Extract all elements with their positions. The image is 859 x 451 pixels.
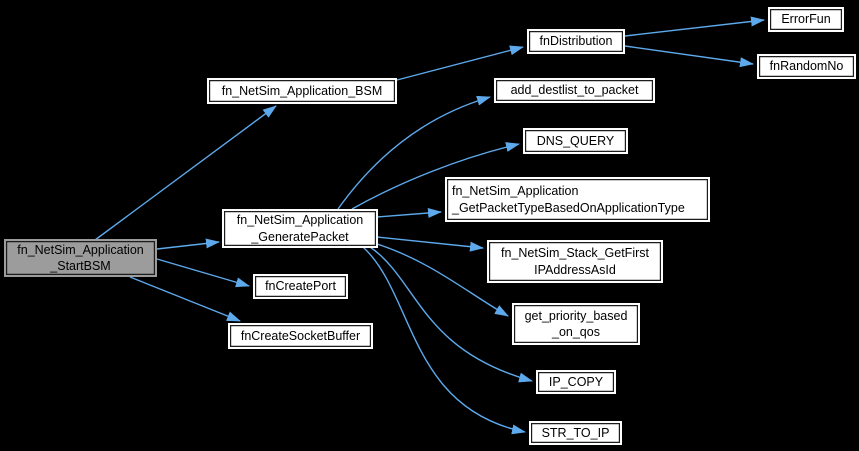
node-dns-query[interactable]: DNS_QUERY [523,128,628,154]
edge-fndistribution-to-fnrandomno [624,45,754,68]
edge-generatepacket-to-stackgetfirst [376,236,484,252]
edge-generatepacket-to-getpriority [376,243,509,317]
edge-generatepacket-to-dnsquery [351,142,520,210]
edge-startbsm-to-fncreatesocketbuffer [129,276,241,322]
edge-generatepacket-to-adddestlist [337,95,491,210]
node-fn-netsim-stack-getfirstipaddressasid[interactable]: fn_NetSim_Stack_GetFirst IPAddressAsId [487,240,663,283]
node-fn-netsim-application-generatepacket[interactable]: fn_NetSim_Application _GeneratePacket [222,209,378,248]
edge-fndistribution-to-errorfun [624,16,765,37]
node-fndistribution[interactable]: fnDistribution [527,29,625,54]
node-errorfun[interactable]: ErrorFun [768,7,844,32]
edge-startbsm-to-generatepacket [156,238,220,250]
node-fnrandomno[interactable]: fnRandomNo [757,54,856,79]
edge-startbsm-to-fncreateport [156,258,250,288]
edge-generatepacket-to-strtoip [362,246,526,435]
node-str-to-ip[interactable]: STR_TO_IP [529,421,622,445]
node-fncreateport[interactable]: fnCreatePort [253,274,348,299]
edge-generatepacket-to-getpackettype [376,208,442,218]
node-fn-netsim-application-bsm[interactable]: fn_NetSim_Application_BSM [207,78,397,104]
node-fn-netsim-application-getpackettypebasedonapplicationtype[interactable]: fn_NetSim_Application _GetPacketTypeBase… [445,177,710,222]
node-get-priority-based-on-qos[interactable]: get_priority_based _on_qos [512,303,640,345]
edge-startbsm-to-bsm [94,105,277,241]
edge-bsm-to-fndistribution [396,45,524,81]
node-add-destlist-to-packet[interactable]: add_destlist_to_packet [494,78,655,103]
node-fncreatesocketbuffer[interactable]: fnCreateSocketBuffer [228,323,373,349]
node-fn-netsim-application-startbsm[interactable]: fn_NetSim_Application _StartBSM [4,239,157,277]
node-ip-copy[interactable]: IP_COPY [536,370,616,394]
edge-generatepacket-to-ipcopy [369,246,533,383]
